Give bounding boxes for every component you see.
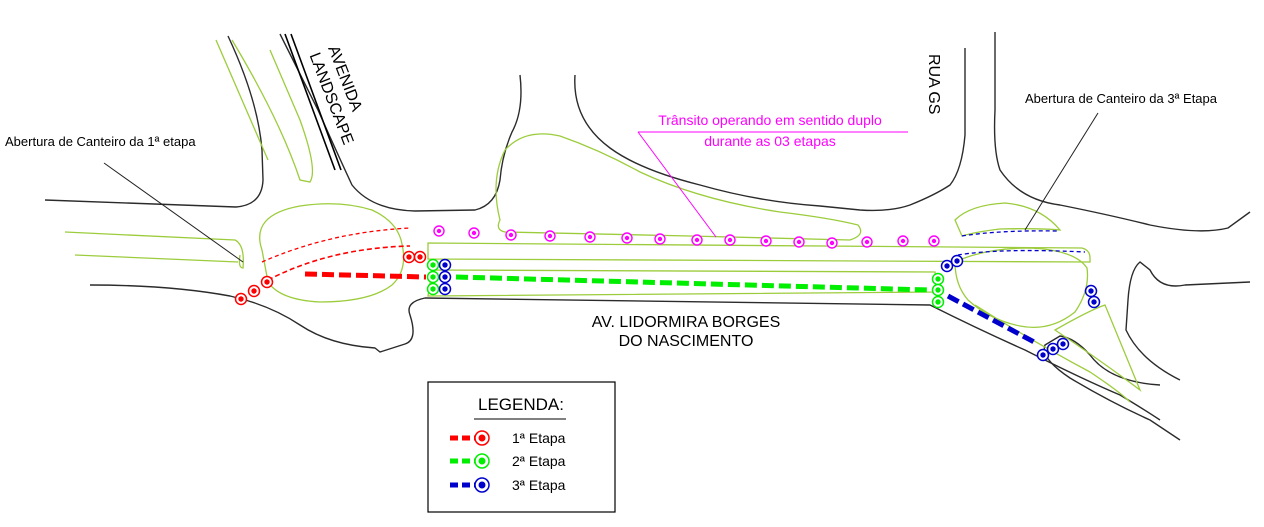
stage1-opening-line-top: [261, 227, 411, 263]
stage1-elements: [234, 227, 427, 306]
stage1-leader-line: [103, 162, 244, 263]
stage3-dashed-line: [946, 293, 1038, 346]
stage3-opening-line-top: [961, 230, 1059, 237]
av-lidormira-label-line2: DO NASCIMENTO: [619, 333, 754, 350]
stage3-opening-line-bottom: [957, 249, 1086, 256]
traffic-markers: [433, 225, 940, 249]
legend-stage3-label: 3ª Etapa: [512, 477, 566, 493]
legend-title: LEGENDA:: [478, 395, 564, 414]
legend-stage2-label: 2ª Etapa: [512, 453, 566, 469]
legend: LEGENDA: 1ª Etapa 2ª Etapa 3ª Etapa: [427, 381, 616, 513]
stage1-cones: [234, 250, 427, 306]
legend-item-stage2: 2ª Etapa: [450, 453, 566, 469]
stage3-leader-line: [1024, 112, 1099, 231]
landscape-double-line: [284, 33, 342, 171]
medians: [64, 39, 1142, 403]
rua-gs-label: RUA GS: [925, 54, 942, 114]
stage2-cones: [426, 258, 945, 309]
av-lidormira-label-line1: AV. LIDORMIRA BORGES: [592, 314, 781, 331]
stage2-elements: [426, 258, 945, 309]
legend-item-stage1: 1ª Etapa: [450, 430, 566, 446]
traffic-leader-line: [637, 131, 717, 238]
legend-stage1-label: 1ª Etapa: [512, 430, 566, 446]
avenida-landscape-label: AVENIDA LANDSCAPE: [306, 43, 365, 147]
stage3-opening-annotation: Abertura de Canteiro da 3ª Etapa: [1025, 91, 1218, 106]
traffic-annotation-line2: durante as 03 etapas: [704, 133, 836, 149]
traffic-annotation-line1: Trânsito operando em sentido duplo: [658, 112, 882, 128]
svg-text:RUA GS: RUA GS: [925, 54, 942, 114]
stage1-opening-annotation: Abertura de Canteiro da 1ª etapa: [5, 134, 196, 149]
legend-item-stage3: 3ª Etapa: [450, 477, 566, 493]
stage3-elements: [438, 230, 1101, 362]
stage1-opening-line-bottom: [267, 245, 411, 281]
legend-box: [427, 381, 616, 513]
stage1-dashed-line: [304, 271, 427, 280]
stage2-dashed-line: [455, 274, 931, 293]
stage3-cones: [438, 254, 1101, 362]
